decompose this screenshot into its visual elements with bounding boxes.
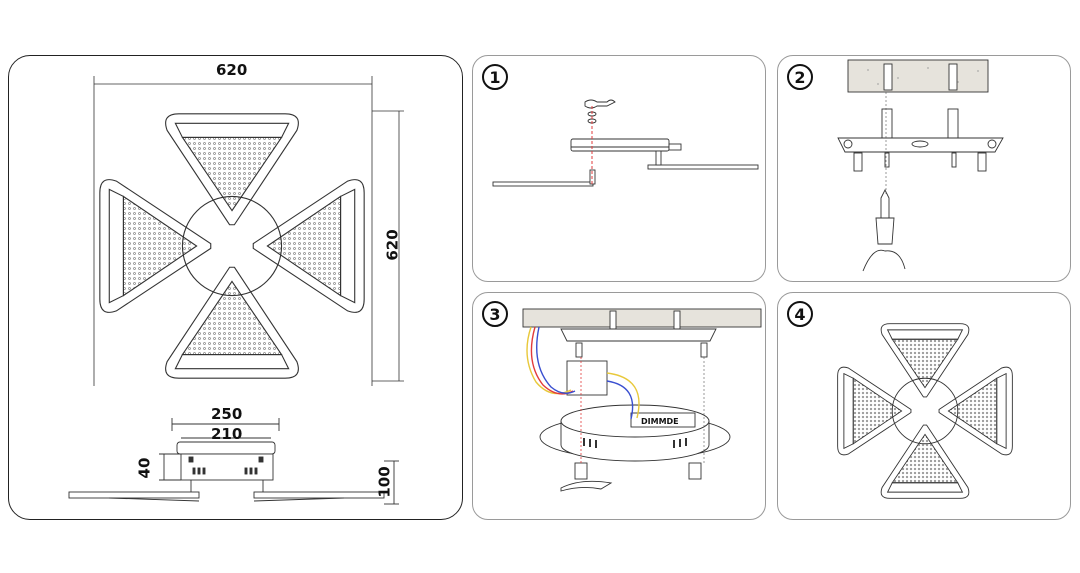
dimension-side-height: 620	[383, 229, 402, 261]
dimension-base-depth: 40	[135, 457, 154, 479]
step-1-illustration	[492, 99, 759, 187]
step-3-illustration	[522, 308, 762, 492]
lamp-lobe	[99, 179, 212, 313]
dimension-base-inner: 210	[211, 425, 243, 443]
step-4-panel: 4	[777, 292, 1071, 520]
lamp-center-ring	[891, 377, 959, 445]
lamp-lobe	[880, 424, 970, 499]
lamp-lobe	[252, 179, 365, 313]
lamp-lobe	[165, 113, 299, 226]
step-number-badge: 2	[787, 64, 813, 90]
lamp-center-ring	[181, 195, 283, 297]
step-number-badge: 1	[482, 64, 508, 90]
dimension-top-width: 620	[216, 61, 248, 79]
lamp-lobe	[938, 366, 1013, 456]
lamp-lobe	[880, 323, 970, 398]
step-1-panel: 1	[472, 55, 766, 282]
step-number-badge: 3	[482, 301, 508, 327]
lamp-side-view	[68, 418, 399, 505]
driver-box-label: DIMMDE	[641, 417, 679, 426]
lamp-lobe	[165, 266, 299, 379]
lamp-top-view-drawing	[68, 76, 404, 505]
dimension-total-height: 100	[375, 466, 394, 498]
step-4-assembled-lamp	[837, 323, 1013, 499]
lamp-lobe	[837, 366, 912, 456]
dimension-base-outer: 250	[211, 405, 243, 423]
dimension-drawing-panel: 620 620 250 210 40 100	[8, 55, 463, 520]
step-2-illustration	[837, 59, 1004, 272]
lamp-outline	[99, 113, 365, 379]
step-number-badge: 4	[787, 301, 813, 327]
step-3-panel: 3 DIMMD	[472, 292, 766, 520]
step-2-panel: 2	[777, 55, 1071, 282]
